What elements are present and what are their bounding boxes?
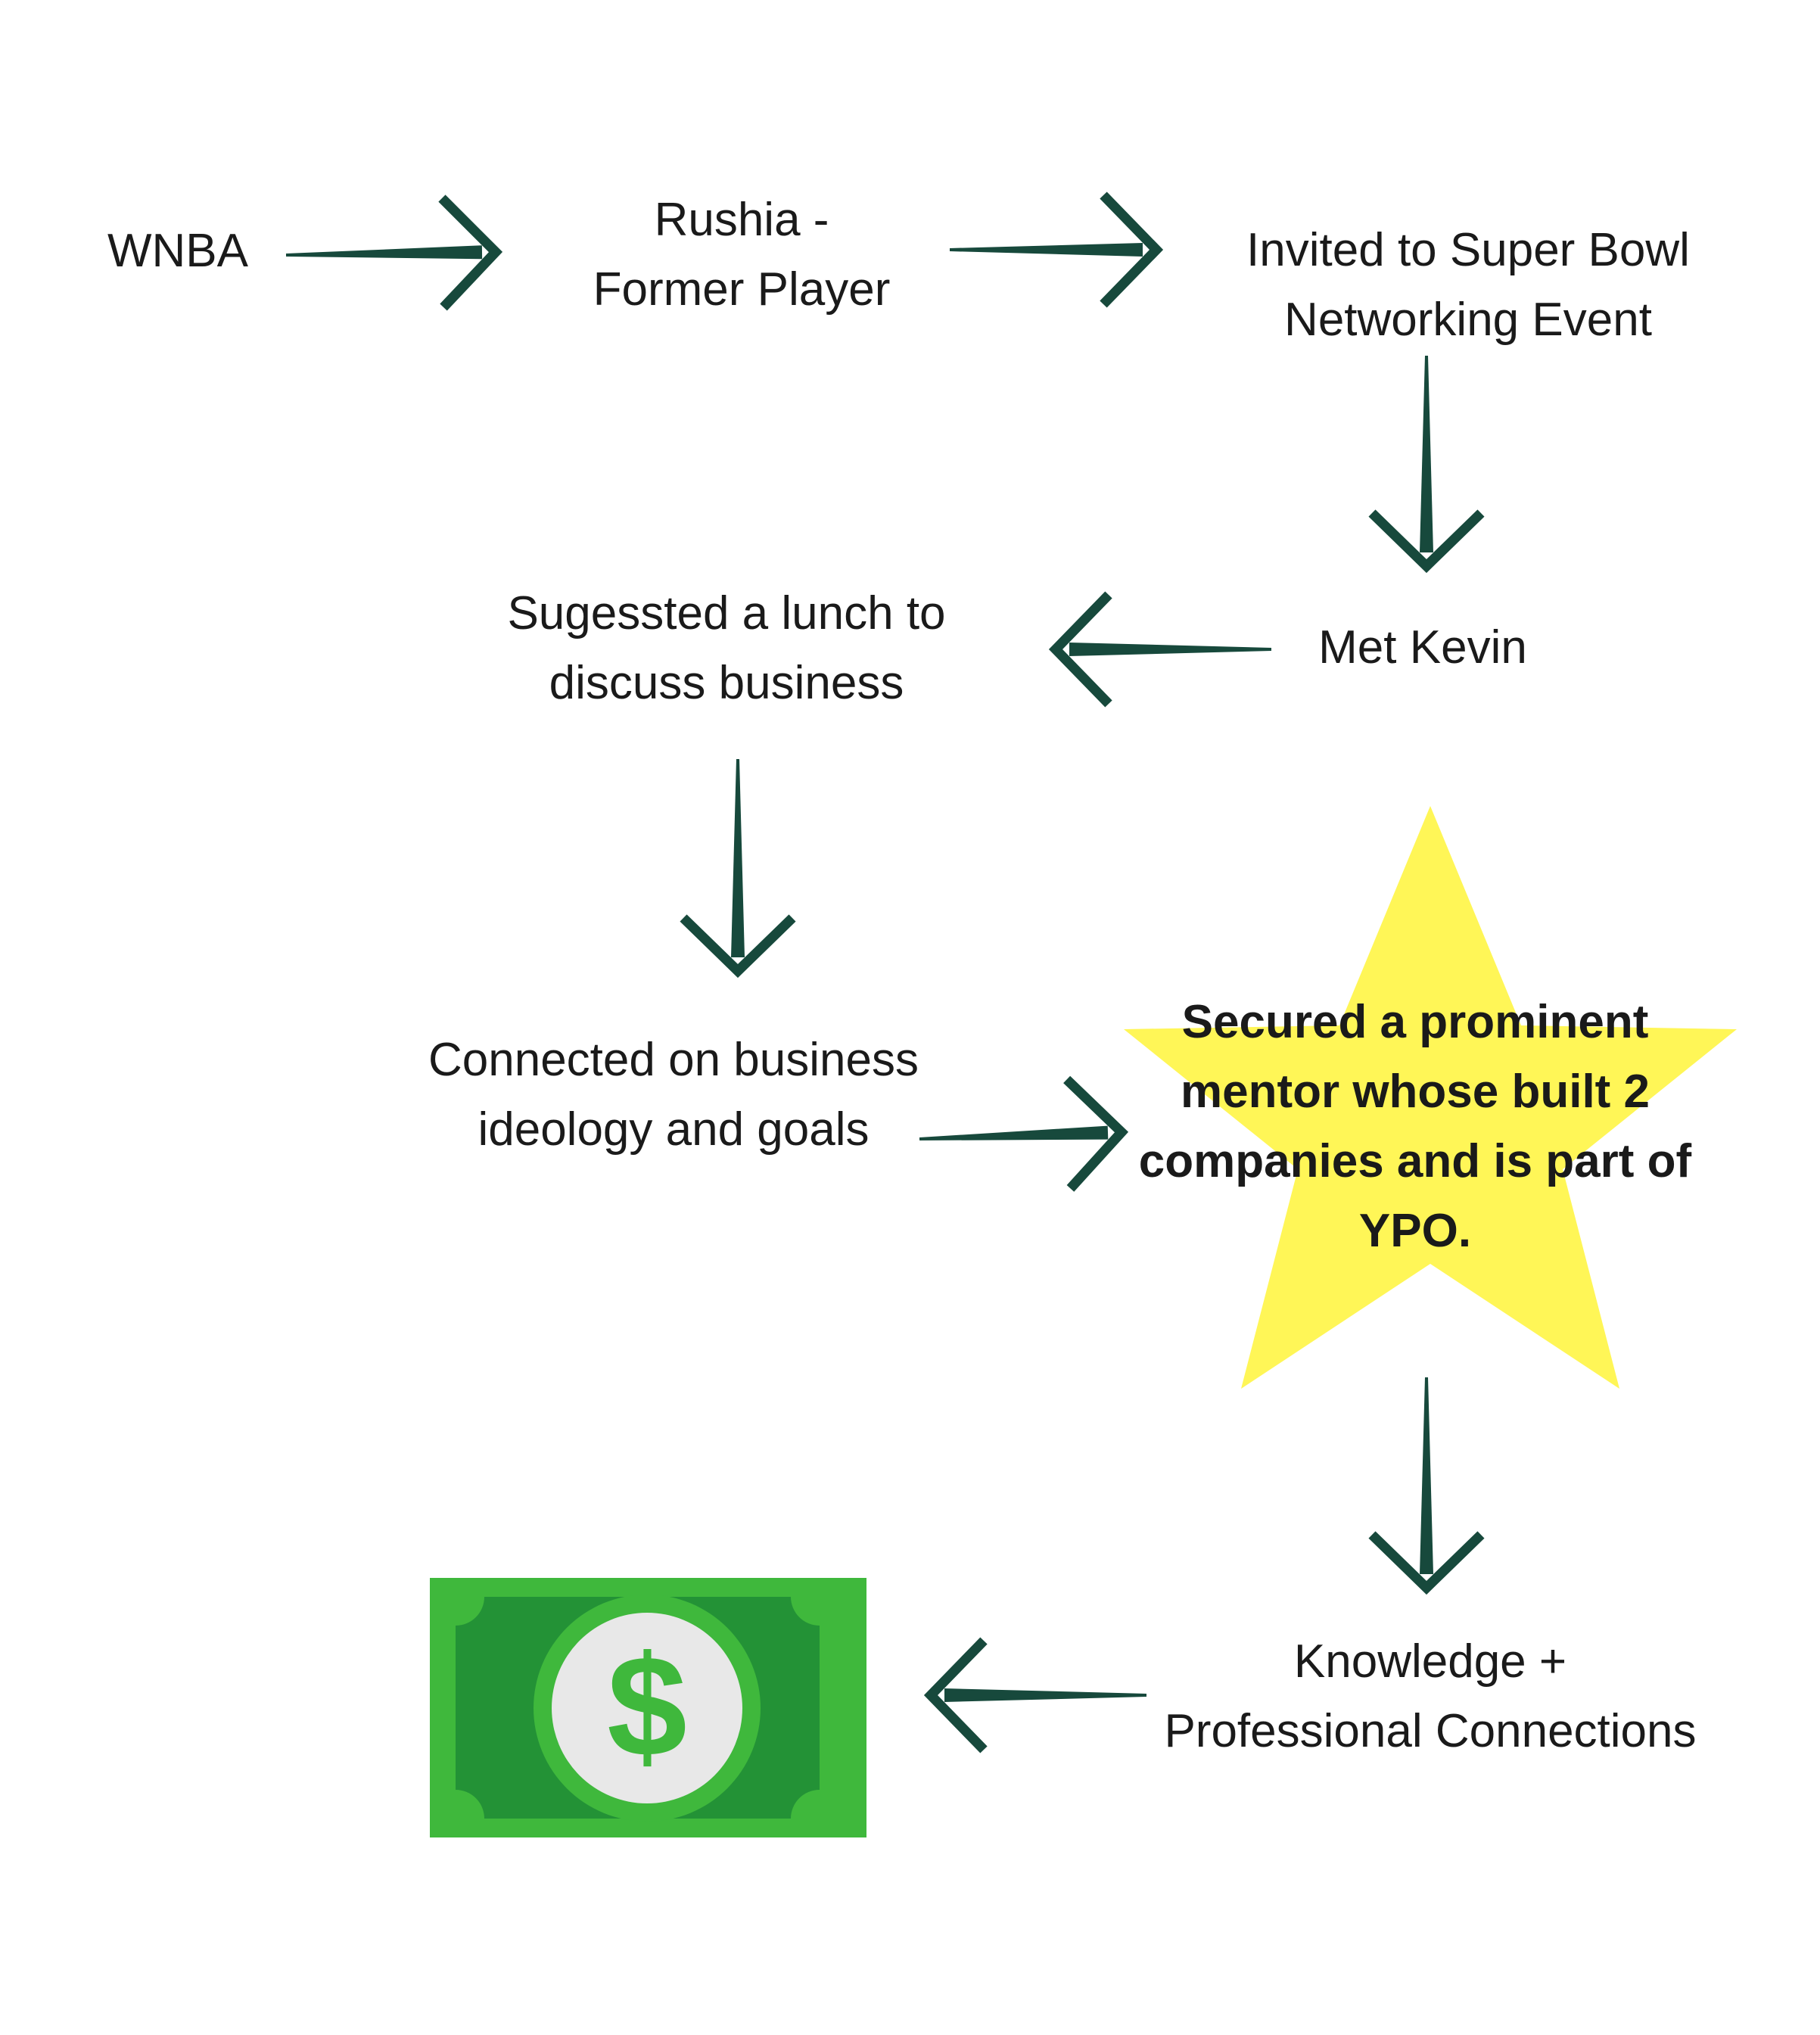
node-knowledge-line-1: Knowledge + [1293, 1635, 1567, 1688]
node-rushia-line-1: Rushia - [654, 194, 829, 246]
node-invited-super-bowl: Invited to Super Bowl Networking Event [1158, 216, 1778, 355]
node-invited-line-2: Networking Event [1284, 294, 1652, 346]
node-rushia-line-2: Former Player [593, 263, 891, 316]
node-secured-mentor: Secured a prominent mentor whose built 2… [1075, 988, 1756, 1266]
arrow-rushia-to-invited [950, 191, 1164, 308]
node-connected-line-2: ideology and goals [478, 1103, 870, 1156]
dollar-bill-icon: $ [430, 1578, 866, 1837]
arrow-invited-to-metkevin [1368, 356, 1485, 574]
arrow-knowledge-to-money [923, 1637, 1146, 1753]
node-secured-line-1: Secured a prominent [1181, 996, 1649, 1048]
node-secured-line-3: companies and is part of [1138, 1135, 1692, 1187]
node-secured-line-4: YPO. [1358, 1205, 1472, 1257]
node-met-kevin-line-1: Met Kevin [1318, 621, 1527, 674]
node-connected-line-1: Connected on business [428, 1034, 919, 1086]
node-knowledge-line-2: Professional Connections [1164, 1705, 1697, 1757]
node-invited-line-1: Invited to Super Bowl [1246, 224, 1690, 276]
star-icon [1124, 806, 1737, 1389]
arrow-connected-to-secured [919, 1075, 1129, 1192]
node-wnba: WNBA [68, 216, 288, 286]
arrow-wnba-to-rushia [285, 194, 503, 311]
node-lunch-line-2: discuss business [549, 657, 904, 709]
node-rushia: Rushia - Former Player [530, 185, 954, 325]
node-wnba-line-1: WNBA [107, 225, 248, 277]
node-secured-line-2: mentor whose built 2 [1180, 1066, 1650, 1118]
arrow-lunch-to-connected [680, 759, 796, 979]
node-knowledge-connections: Knowledge + Professional Connections [1075, 1627, 1786, 1766]
arrow-secured-to-knowledge [1368, 1377, 1485, 1595]
node-connected-business: Connected on business ideology and goals [348, 1025, 999, 1165]
node-met-kevin: Met Kevin [1256, 613, 1589, 683]
dollar-symbol: $ [607, 1626, 687, 1787]
node-lunch-line-1: Sugessted a lunch to [507, 587, 946, 639]
node-suggested-lunch: Sugessted a lunch to discuss business [424, 579, 1029, 718]
arrow-metkevin-to-lunch [1048, 591, 1271, 708]
